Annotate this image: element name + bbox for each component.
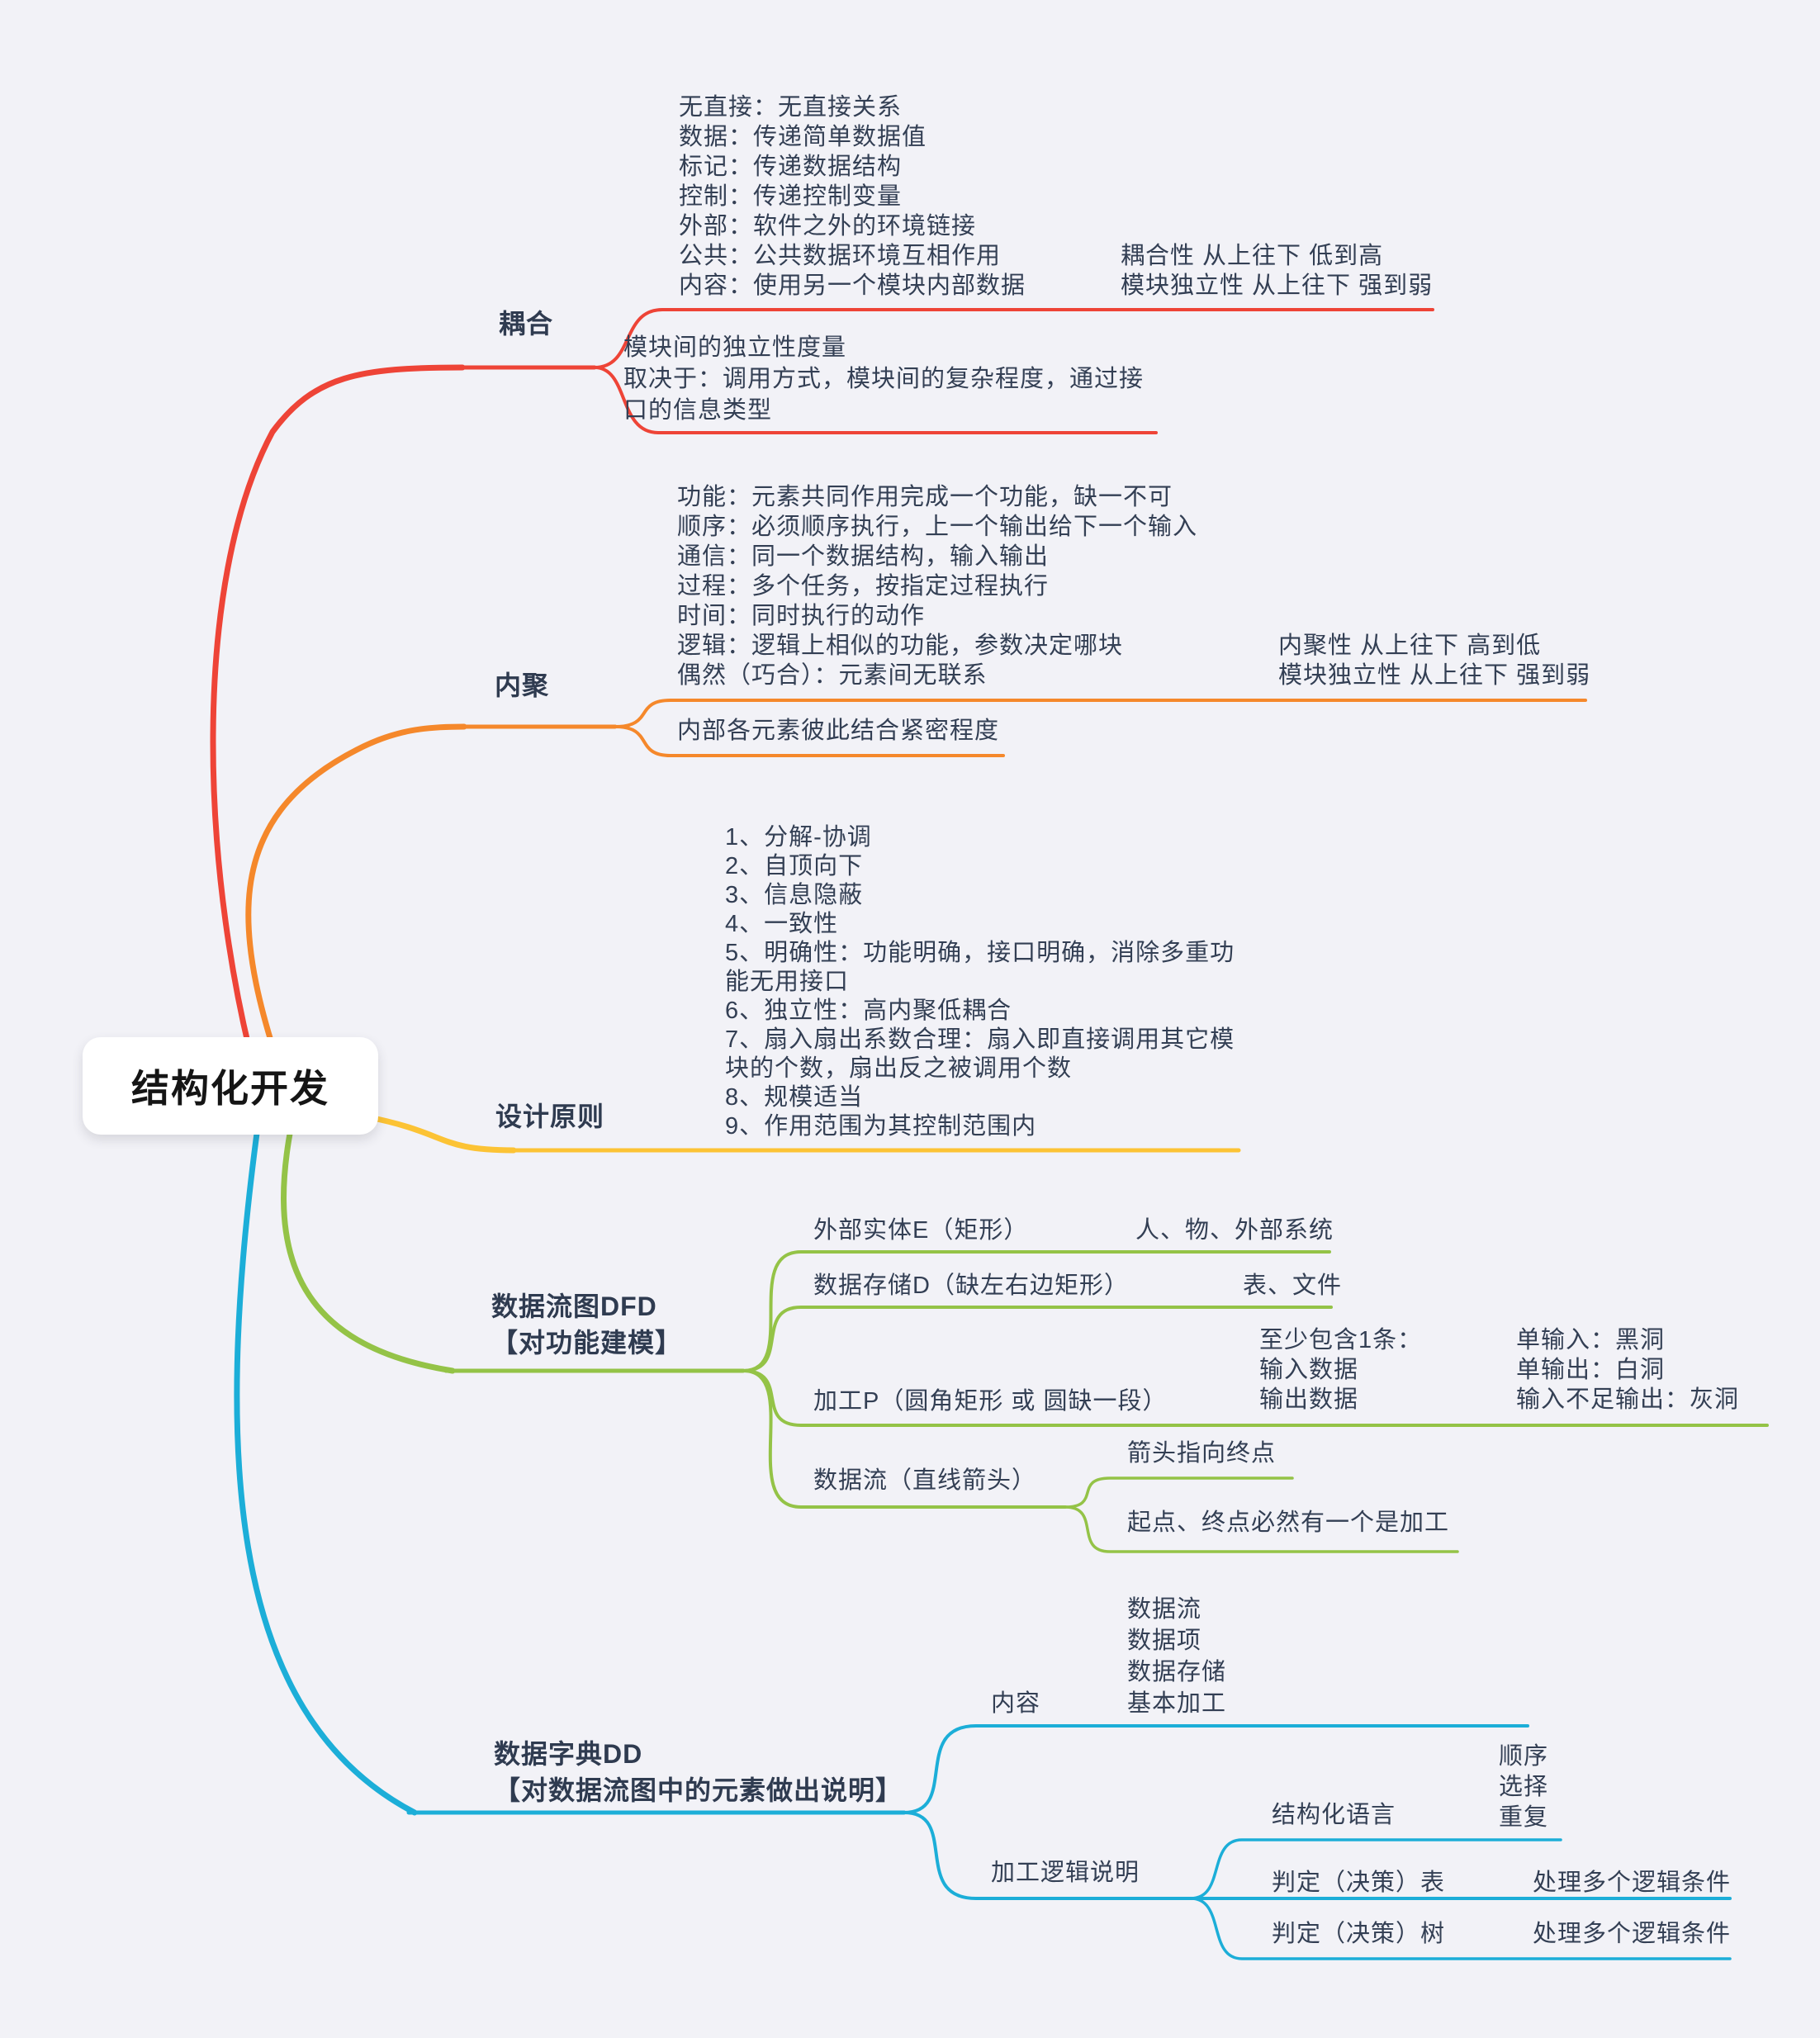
dfd-process[interactable]: 加工P（圆角矩形 或 圆缺一段） xyxy=(813,1388,1168,1415)
dfd-data-flow-underline xyxy=(742,1369,1067,1509)
dd-structured-language-items[interactable]: 顺序 选择 重复 xyxy=(1499,1743,1549,1831)
dd-branch-curve xyxy=(234,1088,418,1816)
cohesion-branch-curve xyxy=(245,723,467,1103)
cohesion-notes[interactable]: 内聚性 从上往下 高到低 模块独立性 从上往下 强到弱 xyxy=(1278,633,1591,689)
dfd-data-store-underline xyxy=(742,1306,1333,1372)
dd-process-logic-underline xyxy=(903,1811,1732,1900)
root-node[interactable]: 结构化开发 xyxy=(83,1037,378,1135)
dfd-arrow-rule-underline xyxy=(1064,1476,1294,1509)
dfd-arrow-rule[interactable]: 箭头指向终点 xyxy=(1127,1440,1277,1467)
dd-decision-table-note[interactable]: 处理多个逻辑条件 xyxy=(1533,1870,1732,1896)
dd-decision-tree-underline xyxy=(1189,1897,1732,1960)
dd-structured-language-underline xyxy=(1189,1838,1562,1900)
dfd-endpoint-rule-underline xyxy=(1064,1505,1459,1553)
dd-content-underline xyxy=(903,1724,1529,1814)
dfd-data-store-note[interactable]: 表、文件 xyxy=(1243,1273,1343,1299)
node-cohesion[interactable]: 内聚 xyxy=(494,671,549,700)
cohesion-types-underline xyxy=(614,699,1587,728)
node-coupling[interactable]: 耦合 xyxy=(498,309,553,339)
coupling-definition-underline xyxy=(593,366,1158,434)
cohesion-types-list[interactable]: 功能：元素共同作用完成一个功能，缺一不可 顺序：必须顺序执行，上一个输出给下一个… xyxy=(677,484,1198,689)
dd-decision-tree[interactable]: 判定（决策）树 xyxy=(1272,1921,1446,1947)
dd-decision-tree-note[interactable]: 处理多个逻辑条件 xyxy=(1533,1921,1732,1947)
dfd-process-rules[interactable]: 至少包含1条： 输入数据 输出数据 xyxy=(1259,1327,1423,1413)
dfd-endpoint-rule[interactable]: 起点、终点必然有一个是加工 xyxy=(1127,1510,1450,1536)
coupling-types-underline xyxy=(593,308,1434,369)
cohesion-definition[interactable]: 内部各元素彼此结合紧密程度 xyxy=(677,718,1000,744)
dfd-branch-curve xyxy=(281,1088,456,1374)
design-principles-list[interactable]: 1、分解-协调 2、自顶向下 3、信息隐蔽 4、一致性 5、明确性：功能明确，接… xyxy=(725,824,1235,1140)
dd-decision-table[interactable]: 判定（决策）表 xyxy=(1272,1870,1446,1896)
coupling-notes[interactable]: 耦合性 从上往下 低到高 模块独立性 从上往下 强到弱 xyxy=(1121,243,1434,299)
dd-content-items[interactable]: 数据流 数据项 数据存储 基本加工 xyxy=(1127,1596,1227,1717)
dfd-external-entity-underline xyxy=(742,1250,1331,1372)
cohesion-definition-underline xyxy=(614,725,1005,757)
design-branch-curve xyxy=(362,1113,517,1154)
node-design-principles[interactable]: 设计原则 xyxy=(495,1102,605,1131)
dd-content[interactable]: 内容 xyxy=(991,1690,1041,1717)
coupling-definition[interactable]: 模块间的独立性度量 取决于：调用方式，模块间的复杂程度，通过接 口的信息类型 xyxy=(623,334,1145,424)
dfd-external-entity[interactable]: 外部实体E（矩形） xyxy=(813,1217,1029,1244)
dfd-data-store[interactable]: 数据存储D（缺左右边矩形） xyxy=(813,1273,1129,1299)
dfd-process-notes[interactable]: 单输入：黑洞 单输出：白洞 输入不足输出：灰洞 xyxy=(1516,1327,1740,1413)
coupling-types-list[interactable]: 无直接：无直接关系 数据：传递简单数据值 标记：传递数据结构 控制：传递控制变量… xyxy=(679,94,1026,299)
coupling-branch-curve xyxy=(210,364,466,1103)
node-dd[interactable]: 数据字典DD 【对数据流图中的元素做出说明】 xyxy=(494,1739,903,1805)
dd-process-logic[interactable]: 加工逻辑说明 xyxy=(991,1860,1140,1886)
dd-structured-language[interactable]: 结构化语言 xyxy=(1272,1802,1396,1828)
dfd-data-flow[interactable]: 数据流（直线箭头） xyxy=(813,1467,1037,1494)
node-dfd[interactable]: 数据流图DFD 【对功能建模】 xyxy=(491,1292,683,1358)
dfd-external-entity-note[interactable]: 人、物、外部系统 xyxy=(1135,1217,1334,1244)
